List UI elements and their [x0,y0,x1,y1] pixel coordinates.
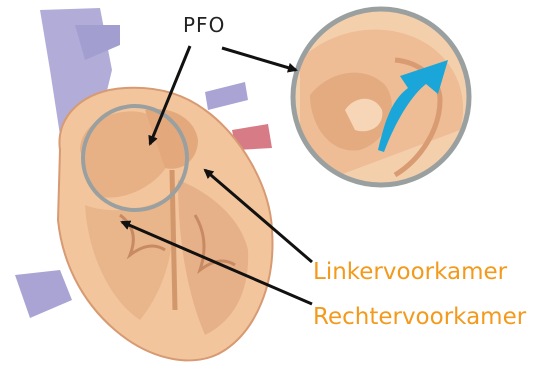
left-atrium-label: Linkervoorkamer [313,261,507,284]
right-atrium-label: Rechtervoorkamer [313,306,526,329]
pfo-label: PFO [183,15,225,35]
inferior-vena-cava [15,270,72,318]
pulmonary-vein [205,82,248,110]
pfo-arrow-to-inset [222,48,296,70]
